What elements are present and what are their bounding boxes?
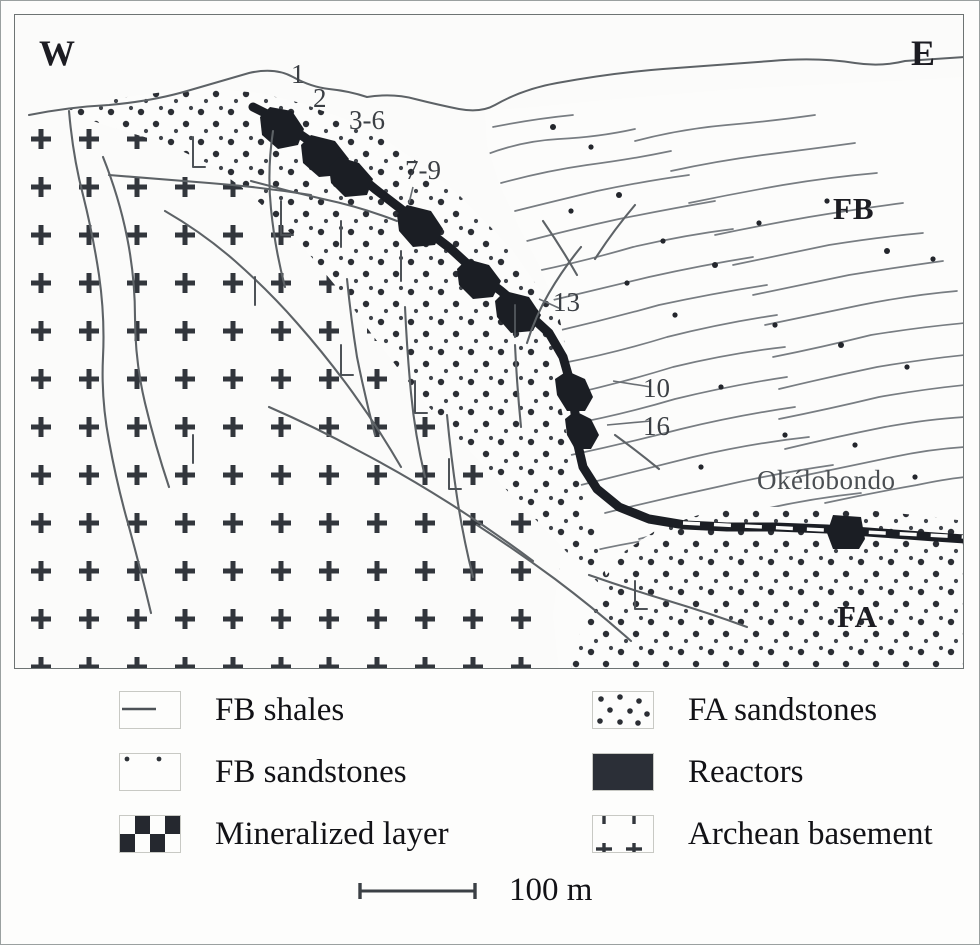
legend-label-fb-sandstones: FB sandstones [215,754,407,790]
reactor-label-10: 10 [643,373,670,403]
compass-label-east: E [911,33,936,73]
reactor-label-1: 1 [291,59,305,89]
unit-label-fb: FB [833,191,875,226]
fa-sandstones-swatch [592,691,654,729]
fb-shales-swatch [119,691,181,729]
compass-label-west: W [39,33,76,73]
scale-bar-label: 100 m [509,872,593,908]
fb-sandstones-swatch [119,753,181,791]
fault-lines [67,109,749,643]
scale-bar-graphic [358,883,477,899]
reactor-7-9a [397,205,443,247]
reactor-13 [495,291,541,333]
legend-label-fa-sandstones: FA sandstones [688,692,878,728]
reactor-10 [555,371,593,411]
legend-label-fb-shales: FB shales [215,692,345,728]
reactor-label-16: 16 [643,411,670,441]
legend-label-reactors: Reactors [688,754,804,790]
reactor-16 [565,411,599,449]
reactor-label-2: 2 [313,83,327,113]
map-frame: W E FB FA Okélobondo 1 2 3-6 7-9 13 10 1… [14,14,964,669]
cross-section-drawing [15,15,963,668]
unit-label-fa: FA [837,599,879,634]
reactor-label-13: 13 [553,287,580,317]
scale-bar: 100 m [354,869,684,919]
reactor-label-7-9: 7-9 [405,155,441,185]
legend: FB shales FB sandstones Mineralized laye… [14,679,964,932]
reactors-swatch [592,753,654,791]
reactor-okelobondo [827,515,865,549]
reactor-7-9b [457,259,501,299]
place-label-okelobondo: Okélobondo [757,465,896,495]
mineralized-layer-swatch [119,815,181,853]
legend-label-mineralized-layer: Mineralized layer [215,816,449,852]
bedding-ticks [192,136,648,610]
topographic-surface-line [28,56,963,116]
archean-basement-swatch [592,815,654,853]
reactor-3-6a [329,157,373,197]
reactor-label-3-6: 3-6 [349,105,385,135]
label-leader-lines [408,186,652,426]
legend-label-archean-basement: Archean basement [688,816,933,852]
